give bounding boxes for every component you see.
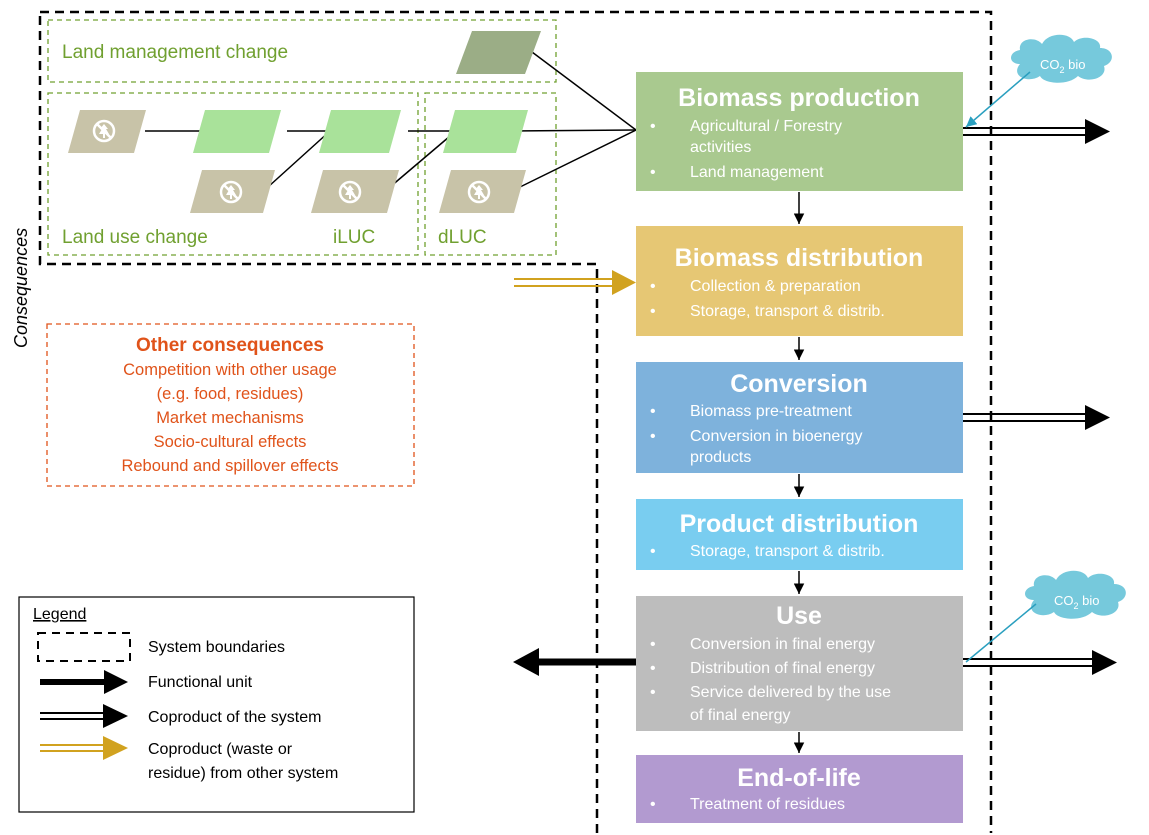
- dluc-label: dLUC: [438, 227, 487, 248]
- stage-bullet: Land management: [690, 164, 824, 181]
- stage-use: Use • Conversion in final energy • Distr…: [636, 596, 963, 731]
- land-use-change-box: [47, 92, 419, 256]
- land-use-change-label: Land use change: [62, 227, 208, 248]
- svg-text:•: •: [650, 684, 656, 701]
- svg-text:•: •: [650, 660, 656, 677]
- land-management-parallelogram: [456, 31, 541, 74]
- land-management-change-label: Land management change: [62, 42, 288, 63]
- other-consequences-line: Socio-cultural effects: [154, 433, 307, 451]
- system-boundary: [38, 10, 993, 833]
- land-use-mid1-parallelogram: [193, 110, 281, 153]
- external-coproduct-arrow: [514, 270, 636, 295]
- co2-cloud: CO2 bio: [965, 570, 1126, 663]
- coproduct-arrow: [963, 405, 1110, 430]
- stage-conversion: Conversion • Biomass pre-treatment • Con…: [636, 362, 963, 473]
- dluc-box: [424, 92, 557, 256]
- land-management-box: [47, 19, 557, 83]
- other-consequences-line: (e.g. food, residues): [157, 385, 304, 403]
- stage-title: Product distribution: [680, 510, 919, 538]
- other-consequences-line: Competition with other usage: [123, 361, 337, 379]
- svg-text:•: •: [650, 428, 656, 445]
- svg-text:•: •: [650, 543, 656, 560]
- consequences-label: Consequences: [11, 228, 31, 348]
- stage-title: Biomass distribution: [675, 244, 924, 272]
- stage-title: Biomass production: [678, 84, 920, 112]
- co2-cloud: CO2 bio: [965, 34, 1112, 128]
- legend-item-label: System boundaries: [148, 639, 285, 656]
- stage-bullet: Distribution of final energy: [690, 660, 875, 677]
- legend-item-label: Coproduct of the system: [148, 709, 321, 726]
- stage-bullet: Agricultural / Forestry: [690, 118, 842, 135]
- stage-bullet: Service delivered by the use: [690, 684, 891, 701]
- stage-bullet: of final energy: [690, 707, 791, 724]
- functional-unit-arrow: [513, 648, 636, 676]
- other-consequences-title: Other consequences: [136, 335, 324, 356]
- stage-title: Conversion: [730, 370, 868, 398]
- legend-item-label: Coproduct (waste or: [148, 741, 293, 758]
- coproduct-arrow: [963, 650, 1117, 675]
- legend: Legend System boundaries Functional unit…: [18, 596, 415, 813]
- stage-bullet: Conversion in final energy: [690, 636, 875, 653]
- iluc-label: iLUC: [333, 227, 375, 248]
- stage-bullet: Collection & preparation: [690, 278, 861, 295]
- stage-biomass-distribution: Biomass distribution • Collection & prep…: [636, 226, 963, 336]
- legend-title: Legend: [33, 606, 86, 623]
- stage-bullet: activities: [690, 139, 751, 156]
- svg-text:•: •: [650, 403, 656, 420]
- land-use-lower2-parallelogram: [311, 170, 399, 213]
- legend-item-label: residue) from other system: [148, 765, 338, 782]
- stage-bullet: products: [690, 449, 751, 466]
- stage-title: End-of-life: [737, 764, 861, 792]
- land-use-mid2-parallelogram: [319, 110, 401, 153]
- svg-text:•: •: [650, 303, 656, 320]
- svg-text:•: •: [650, 164, 656, 181]
- legend-item-label: Functional unit: [148, 674, 253, 691]
- svg-text:CO2 bio: CO2 bio: [1040, 57, 1085, 75]
- other-consequences-line: Rebound and spillover effects: [121, 457, 338, 475]
- stage-bullet: Biomass pre-treatment: [690, 403, 852, 420]
- other-consequences-box: Other consequences Competition with othe…: [46, 323, 415, 487]
- stage-bullet: Storage, transport & distrib.: [690, 303, 885, 320]
- svg-text:CO2 bio: CO2 bio: [1054, 593, 1099, 611]
- svg-text:•: •: [650, 636, 656, 653]
- stage-product-distribution: Product distribution • Storage, transpor…: [636, 499, 963, 570]
- stage-biomass-production: Biomass production • Agricultural / Fore…: [636, 72, 963, 191]
- stage-title: Use: [776, 602, 822, 630]
- legend-boundary-swatch: [37, 632, 131, 662]
- svg-text:•: •: [650, 278, 656, 295]
- dluc-target-parallelogram: [443, 110, 528, 153]
- dluc-lower-parallelogram: [439, 170, 526, 213]
- other-consequences-line: Market mechanisms: [156, 409, 304, 427]
- svg-text:•: •: [650, 118, 656, 135]
- stage-bullet: Treatment of residues: [690, 796, 845, 813]
- stage-bullet: Storage, transport & distrib.: [690, 543, 885, 560]
- stage-bullet: Conversion in bioenergy: [690, 428, 863, 445]
- stage-end-of-life: End-of-life • Treatment of residues: [636, 755, 963, 823]
- land-connector-lines: [145, 51, 637, 188]
- coproduct-arrow: [963, 119, 1110, 144]
- svg-text:•: •: [650, 796, 656, 813]
